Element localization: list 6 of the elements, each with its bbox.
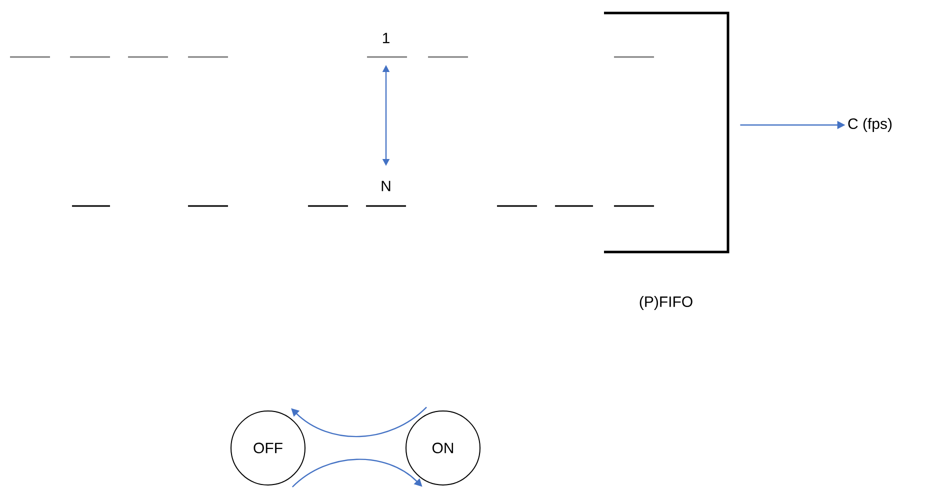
output-label: C (fps) (848, 118, 892, 132)
node-caption: (P)FIFO (640, 296, 692, 310)
fifo-bracket (604, 12, 730, 254)
level-label: N (382, 180, 390, 192)
level-label: 1 (382, 32, 390, 44)
arrow (291, 406, 427, 438)
